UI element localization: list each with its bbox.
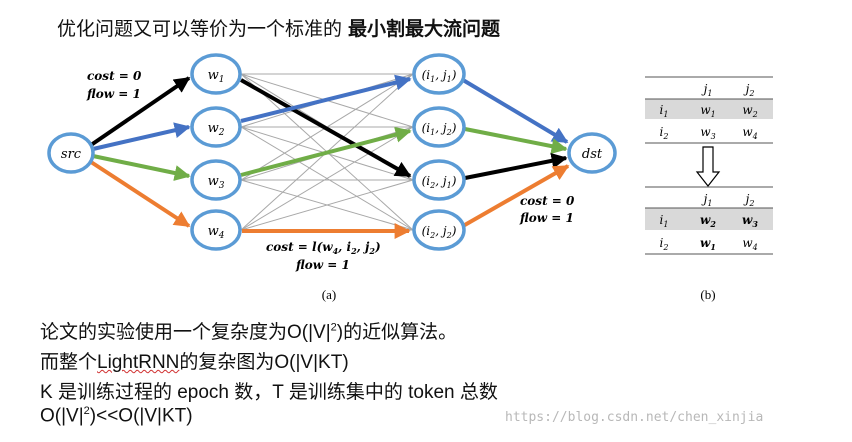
title-emphasis: 最小割最大流问题 — [348, 18, 501, 40]
svg-text:i2: i2 — [660, 125, 669, 141]
label-bottom-flow: flow = 1 — [295, 258, 350, 272]
svg-text:w4: w4 — [742, 236, 757, 252]
node-src: src — [47, 132, 95, 174]
node-w3: w3 — [190, 159, 242, 201]
node-w1: w1 — [190, 53, 242, 95]
label-bottom: cost = l(w4, i2, j2) flow = 1 — [266, 240, 381, 272]
svg-text:(i1, j2): (i1, j2) — [422, 121, 457, 137]
node-dst: dst — [567, 132, 617, 174]
svg-text:src: src — [61, 147, 82, 162]
node-i2j1: (i2, j1) — [412, 159, 466, 201]
svg-text:w1: w1 — [700, 236, 716, 252]
svg-text:(i2, j1): (i2, j1) — [422, 174, 457, 190]
slide-title: 优化问题又可以等价为一个标准的 最小割最大流问题 — [57, 14, 500, 41]
flow-edges — [89, 74, 570, 239]
node-i2j2: (i2, j2) — [412, 209, 466, 251]
svg-text:w3: w3 — [700, 125, 715, 141]
edge-src-w2 — [92, 122, 191, 151]
label-src-cost: cost = 0 — [87, 69, 142, 83]
edge-src-w4 — [89, 160, 191, 228]
label-bottom-cost: cost = l(w4, i2, j2) — [266, 240, 381, 256]
edge-i2j2-dst — [462, 164, 570, 228]
body-line-3: K 是训练过程的 epoch 数，T 是训练集中的 token 总数 — [40, 382, 498, 403]
down-arrow — [695, 146, 721, 187]
svg-text:j2: j2 — [743, 82, 755, 98]
node-w4: w4 — [190, 209, 242, 251]
table-after: j1 j2 i1 w2 w3 i2 w1 w4 — [645, 186, 773, 255]
label-dst-flow: flow = 1 — [519, 211, 574, 225]
edge-i2j1-dst — [464, 152, 568, 180]
edge-src-w3 — [92, 154, 191, 181]
svg-text:(i2, j2): (i2, j2) — [422, 224, 457, 240]
table-before: j1 j2 i1 w1 w2 i2 w3 w4 — [645, 76, 773, 144]
gray-edges — [240, 73, 414, 231]
svg-text:j1: j1 — [701, 192, 713, 208]
body-line-2: 而整个LightRNN的复杂图为O(|V|KT) — [40, 352, 349, 373]
node-i1j1: (i1, j1) — [412, 53, 466, 95]
svg-text:dst: dst — [582, 147, 603, 162]
caption-b: (b) — [700, 287, 715, 302]
body-line-1: 论文的实验使用一个复杂度为O(|V|2)的近似算法。 — [40, 321, 458, 343]
edge-src-w1 — [89, 76, 191, 147]
watermark: https://blog.csdn.net/chen_xinjia — [505, 410, 764, 425]
svg-text:i2: i2 — [660, 236, 669, 252]
label-src-flow: flow = 1 — [86, 87, 141, 101]
node-i1j2: (i1, j2) — [412, 106, 466, 148]
edge-i1j1-dst — [461, 78, 569, 144]
caption-a: (a) — [322, 287, 336, 302]
label-src-top: cost = 0 flow = 1 — [86, 69, 142, 101]
svg-text:i1: i1 — [660, 213, 669, 229]
svg-text:i1: i1 — [660, 103, 669, 119]
svg-text:j1: j1 — [701, 82, 713, 98]
label-dst-cost: cost = 0 — [520, 194, 575, 208]
body-line-4: O(|V|2)<<O(|V|KT) — [40, 405, 193, 427]
node-w2: w2 — [190, 106, 242, 148]
svg-text:(i1, j1): (i1, j1) — [422, 68, 457, 84]
edge-w3-i1j2 — [240, 126, 412, 177]
svg-text:j2: j2 — [743, 192, 755, 208]
edge-i1j2-dst — [464, 127, 568, 155]
edge-w2-i1j1 — [240, 74, 412, 123]
label-dst: cost = 0 flow = 1 — [519, 194, 575, 225]
edge-w1-i2j1 — [240, 78, 412, 178]
title-prefix: 优化问题又可以等价为一个标准的 — [57, 18, 349, 40]
svg-text:w4: w4 — [742, 125, 757, 141]
